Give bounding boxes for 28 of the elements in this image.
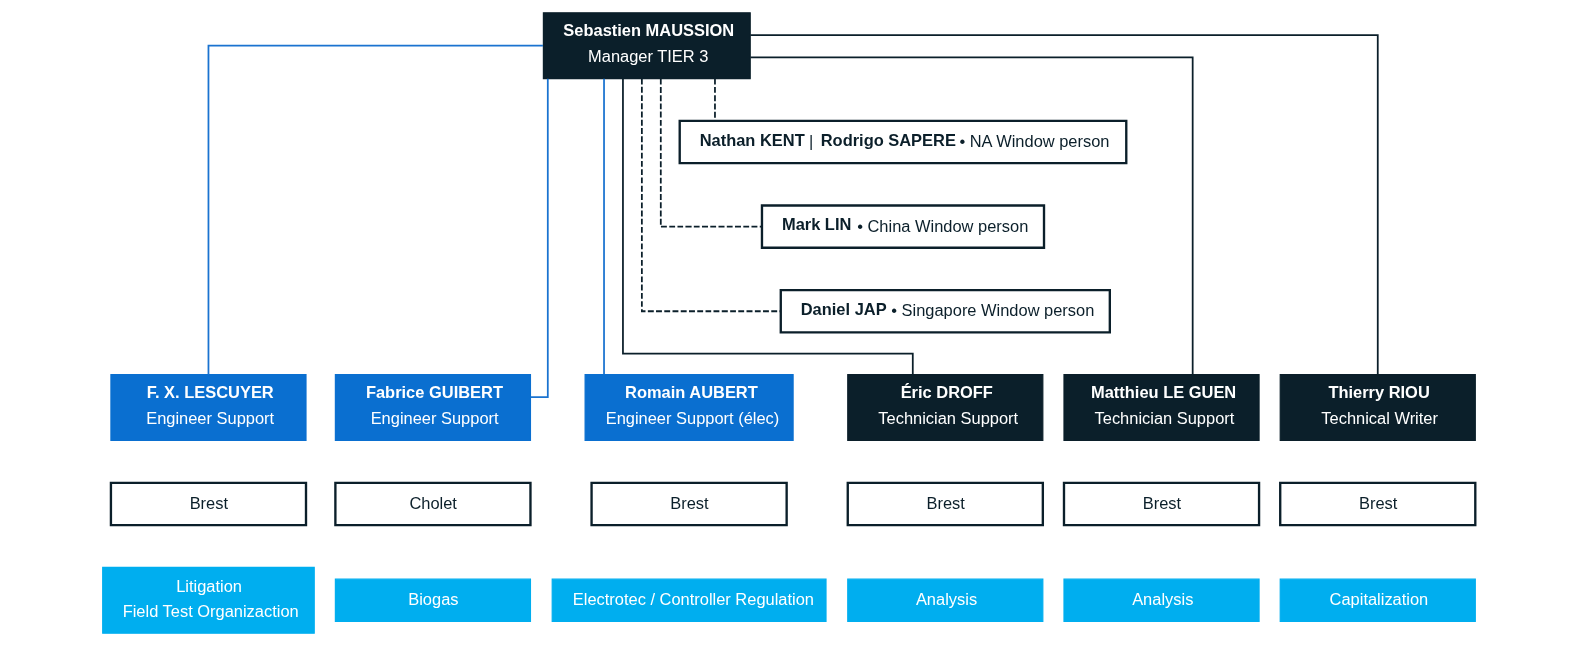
node-box: Thierry RIOU Technical Writer xyxy=(1279,374,1476,442)
node-box: Mark LIN • China Window person xyxy=(760,204,1045,249)
node-box: Daniel JAP • Singapore Window person xyxy=(779,288,1111,334)
node-box: Brest xyxy=(589,481,788,527)
node-box: Sebastien MAUSSION Manager TIER 3 xyxy=(542,12,751,80)
node-box: Electrotec / Controller Regulation xyxy=(551,578,827,623)
node-box: Éric DROFF Technician Support xyxy=(846,374,1043,442)
node-box: Cholet xyxy=(333,481,532,527)
node-box: Analysis xyxy=(1062,578,1260,623)
node-box: Brest xyxy=(1278,481,1476,527)
node-box: Biogas xyxy=(334,578,531,623)
node-box: Brest xyxy=(109,481,307,527)
node-box: Capitalization xyxy=(1279,578,1476,623)
node-box: F. X. LESCUYER Engineer Support xyxy=(109,374,307,442)
node-box: Romain AUBERT Engineer Support (élec) xyxy=(584,374,794,442)
node-box: Fabrice GUIBERT Engineer Support xyxy=(334,374,531,442)
node-box: Brest xyxy=(846,481,1044,527)
node-box: Matthieu LE GUEN Technician Support xyxy=(1062,374,1260,442)
connector xyxy=(602,77,605,376)
node-box: Nathan KENT | Rodrigo SAPERE • NA Window person xyxy=(678,119,1127,165)
node-box: Litigation Field Test Organizaction xyxy=(101,566,315,634)
connector xyxy=(207,44,544,376)
connector xyxy=(749,34,1379,376)
connector xyxy=(640,77,782,313)
connector xyxy=(749,56,1194,376)
node-box: Analysis xyxy=(846,578,1043,623)
node-box: Brest xyxy=(1062,481,1260,527)
connector xyxy=(659,78,763,228)
